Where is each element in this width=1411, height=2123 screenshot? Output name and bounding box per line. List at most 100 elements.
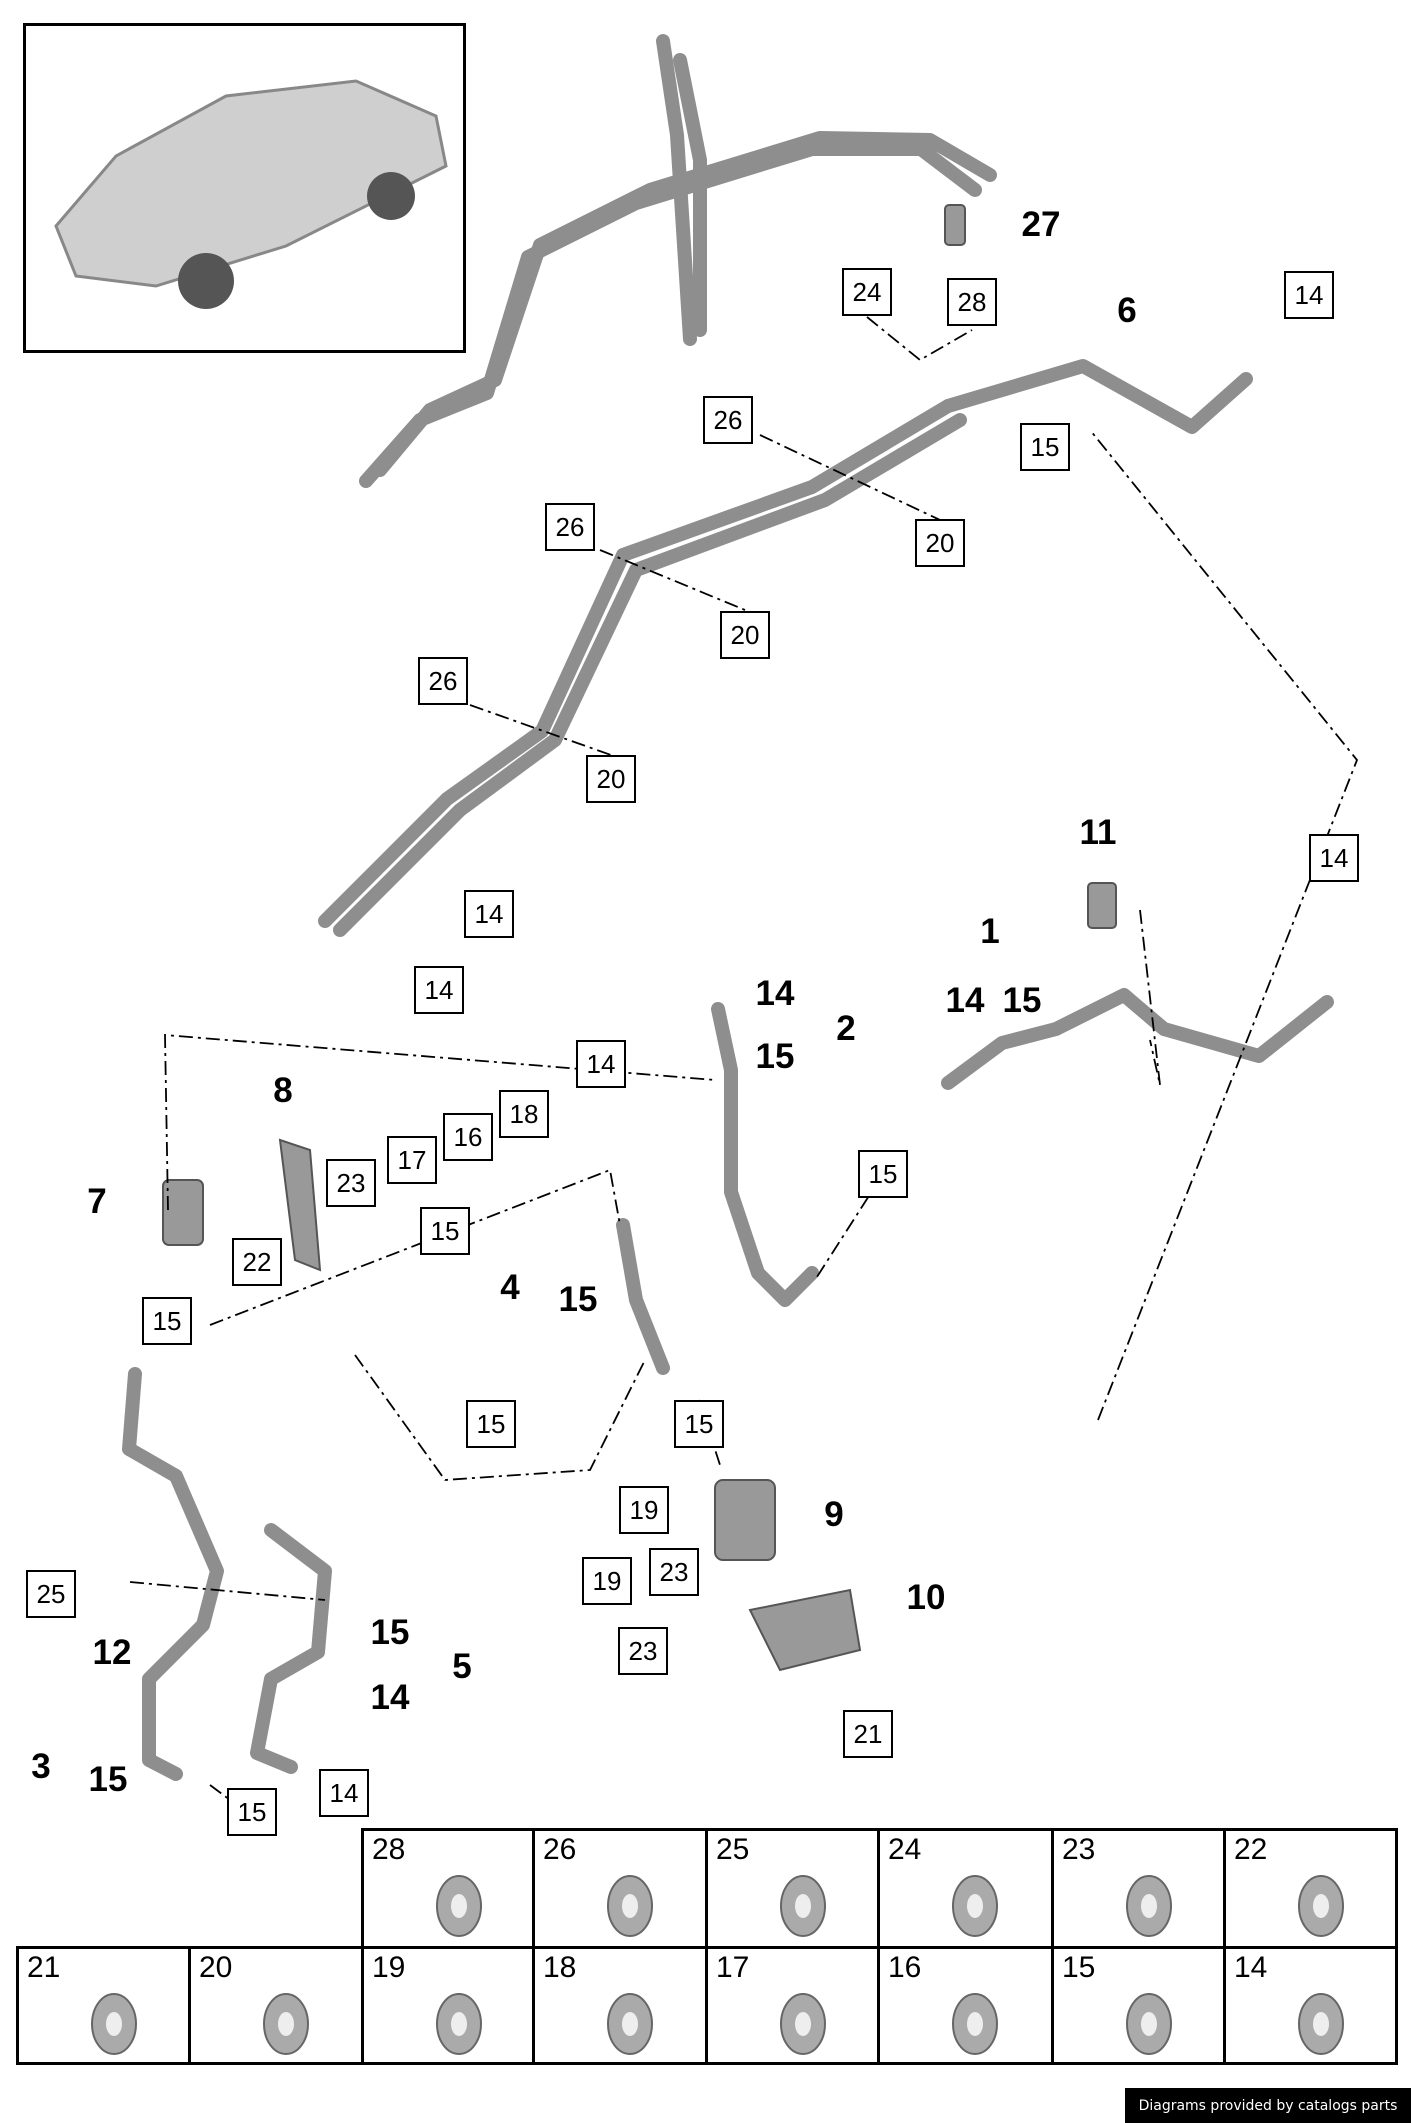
callout-14: 14 bbox=[319, 1769, 369, 1817]
callout-2-15: 15 bbox=[755, 1037, 795, 1076]
legend-cell: 26 bbox=[532, 1828, 708, 1949]
car-image bbox=[54, 79, 448, 309]
callout-15: 15 bbox=[858, 1150, 908, 1198]
callout-14: 14 bbox=[576, 1040, 626, 1088]
footer-credit: Diagrams provided by catalogs parts bbox=[1125, 2088, 1411, 2123]
pipe-6 bbox=[318, 359, 1253, 928]
callout-19: 19 bbox=[619, 1486, 669, 1534]
legend-number: 14 bbox=[1234, 1951, 1268, 1984]
part-icon bbox=[780, 1875, 826, 1937]
valve-7 bbox=[162, 1179, 204, 1246]
part-icon bbox=[1126, 1875, 1172, 1937]
callout-23: 23 bbox=[649, 1548, 699, 1596]
clip-11 bbox=[1087, 882, 1117, 929]
pipe-3 bbox=[122, 1367, 224, 1781]
callout-15: 15 bbox=[466, 1400, 516, 1448]
callout-25: 25 bbox=[26, 1570, 76, 1618]
legend-number: 26 bbox=[543, 1833, 577, 1866]
callout-27: 27 bbox=[1021, 205, 1061, 244]
part-icon bbox=[91, 1993, 137, 2055]
callout-8: 8 bbox=[273, 1071, 293, 1110]
callout-23: 23 bbox=[326, 1159, 376, 1207]
part-icon bbox=[1298, 1875, 1344, 1937]
callout-26: 26 bbox=[703, 396, 753, 444]
callout-22: 22 bbox=[232, 1238, 282, 1286]
callout-26: 26 bbox=[545, 503, 595, 551]
part-icon bbox=[780, 1993, 826, 2055]
legend-cell: 20 bbox=[188, 1946, 364, 2065]
legend-number: 21 bbox=[27, 1951, 61, 1984]
callout-28: 28 bbox=[947, 278, 997, 326]
sensor-27 bbox=[944, 204, 966, 246]
legend-number: 25 bbox=[716, 1833, 750, 1866]
callout-5-15: 15 bbox=[370, 1613, 410, 1652]
part-icon bbox=[436, 1875, 482, 1937]
callout-4-15: 15 bbox=[558, 1280, 598, 1319]
callout-1-14: 14 bbox=[945, 981, 985, 1020]
callout-2-14: 14 bbox=[755, 974, 795, 1013]
legend-cell: 24 bbox=[877, 1828, 1054, 1949]
callout-14: 14 bbox=[414, 966, 464, 1014]
legend-cell: 16 bbox=[877, 1946, 1054, 2065]
part-icon bbox=[607, 1875, 653, 1937]
callout-24: 24 bbox=[842, 268, 892, 316]
legend-cell: 18 bbox=[532, 1946, 708, 2065]
callout-15: 15 bbox=[674, 1400, 724, 1448]
vertical-bundle-pipe-2 bbox=[673, 53, 707, 337]
callout-3-15: 15 bbox=[88, 1760, 128, 1799]
callout-7: 7 bbox=[87, 1182, 107, 1221]
legend-number: 22 bbox=[1234, 1833, 1268, 1866]
legend-cell: 19 bbox=[361, 1946, 535, 2065]
callout-23: 23 bbox=[618, 1627, 668, 1675]
legend-cell: 15 bbox=[1051, 1946, 1226, 2065]
pump-9 bbox=[714, 1479, 776, 1561]
callout-14: 14 bbox=[464, 890, 514, 938]
callout-20: 20 bbox=[720, 611, 770, 659]
callout-21: 21 bbox=[843, 1710, 893, 1758]
callout-11: 11 bbox=[1079, 813, 1117, 852]
callout-20: 20 bbox=[915, 519, 965, 567]
callout-1: 1 bbox=[980, 912, 1000, 951]
upper-harness-pipe-2 bbox=[373, 131, 997, 477]
legend-cell: 28 bbox=[361, 1828, 535, 1949]
callout-5: 5 bbox=[452, 1647, 472, 1686]
pipe-2 bbox=[711, 1002, 819, 1307]
callout-4: 4 bbox=[500, 1268, 520, 1307]
legend-number: 19 bbox=[372, 1951, 406, 1984]
part-icon bbox=[1126, 1993, 1172, 2055]
callout-15: 15 bbox=[227, 1788, 277, 1836]
legend-number: 17 bbox=[716, 1951, 750, 1984]
legend-number: 24 bbox=[888, 1833, 922, 1866]
callout-15: 15 bbox=[1020, 423, 1070, 471]
part-icon bbox=[952, 1875, 998, 1937]
callout-18: 18 bbox=[499, 1090, 549, 1138]
part-icon bbox=[607, 1993, 653, 2055]
bracket-10 bbox=[748, 1588, 862, 1672]
callout-14: 14 bbox=[1284, 271, 1334, 319]
callout-14: 14 bbox=[1309, 834, 1359, 882]
pipe-1 bbox=[941, 988, 1334, 1090]
callout-1-15: 15 bbox=[1002, 981, 1042, 1020]
part-icon bbox=[952, 1993, 998, 2055]
legend-number: 23 bbox=[1062, 1833, 1096, 1866]
callout-15: 15 bbox=[420, 1207, 470, 1255]
pipe-5 bbox=[250, 1523, 332, 1774]
legend-number: 15 bbox=[1062, 1951, 1096, 1984]
legend-cell: 21 bbox=[16, 1946, 191, 2065]
legend-cell: 23 bbox=[1051, 1828, 1226, 1949]
callout-19: 19 bbox=[582, 1557, 632, 1605]
legend-number: 20 bbox=[199, 1951, 233, 1984]
legend-cell: 14 bbox=[1223, 1946, 1398, 2065]
callout-10: 10 bbox=[906, 1578, 946, 1617]
part-icon bbox=[263, 1993, 309, 2055]
callout-2: 2 bbox=[836, 1009, 856, 1048]
pipe-4 bbox=[616, 1218, 670, 1375]
part-icon bbox=[1298, 1993, 1344, 2055]
vertical-bundle-pipe bbox=[656, 34, 697, 346]
part-icon bbox=[436, 1993, 482, 2055]
callout-5-14: 14 bbox=[370, 1678, 410, 1717]
callout-6: 6 bbox=[1117, 291, 1137, 330]
legend-number: 18 bbox=[543, 1951, 577, 1984]
callout-9: 9 bbox=[824, 1495, 844, 1534]
